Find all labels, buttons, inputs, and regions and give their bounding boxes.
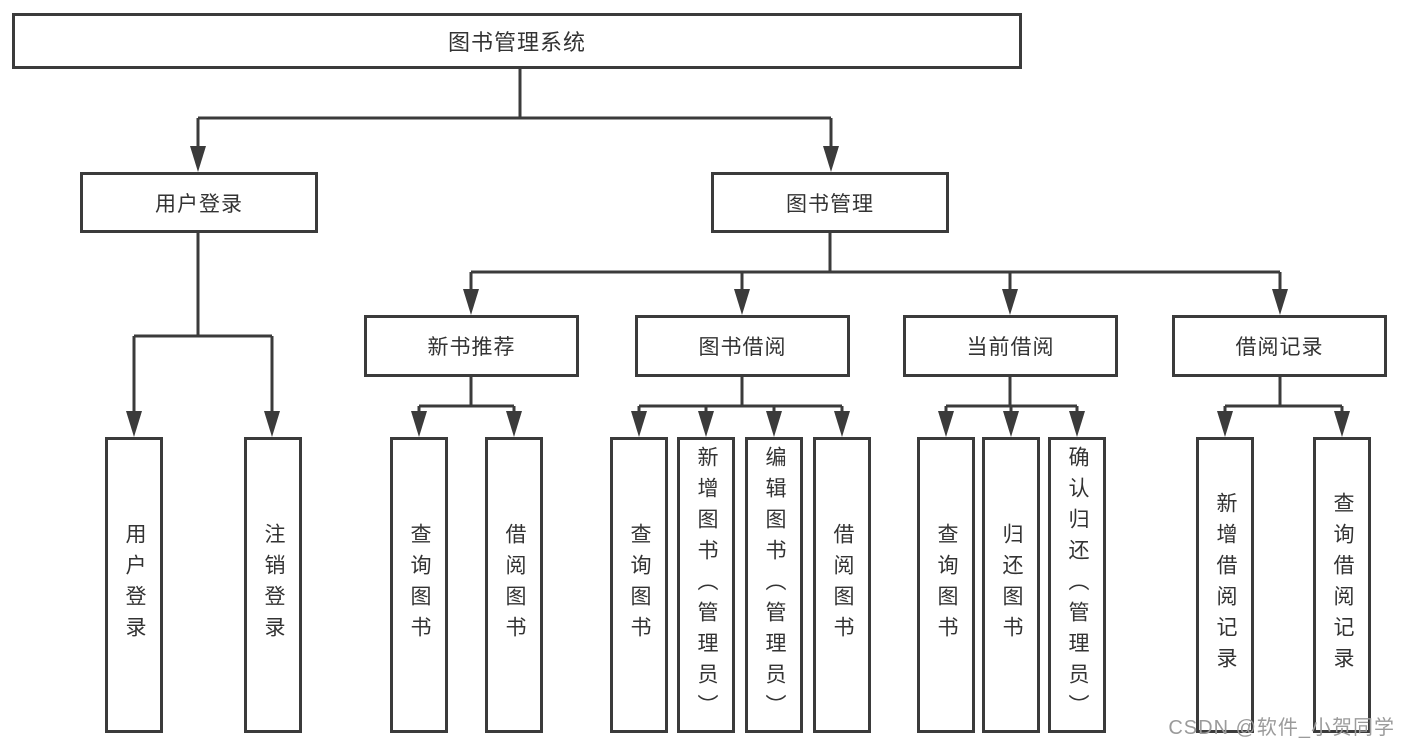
arrow-down-icon <box>766 411 782 437</box>
arrow-down-icon <box>463 289 479 315</box>
arrow-down-icon <box>1003 411 1019 437</box>
leaf-edit-books-admin: 编辑图书（管理员） <box>745 437 803 733</box>
leaf-recommend-query-books: 查询图书 <box>390 437 448 733</box>
arrow-down-icon <box>190 146 206 172</box>
connector-lines <box>132 69 1344 413</box>
arrow-down-icon <box>126 411 142 437</box>
arrow-down-icon <box>264 411 280 437</box>
arrowheads <box>126 146 1350 437</box>
leaf-query-borrow-record: 查询借阅记录 <box>1313 437 1371 733</box>
arrow-down-icon <box>631 411 647 437</box>
node-book-borrowing: 图书借阅 <box>635 315 850 377</box>
leaf-add-borrow-record: 新增借阅记录 <box>1196 437 1254 733</box>
leaf-return-books: 归还图书 <box>982 437 1040 733</box>
leaf-recommend-borrow-books: 借阅图书 <box>485 437 543 733</box>
arrow-down-icon <box>938 411 954 437</box>
arrow-down-icon <box>1217 411 1233 437</box>
arrow-down-icon <box>1272 289 1288 315</box>
leaf-logout: 注销登录 <box>244 437 302 733</box>
leaf-borrowing-borrow-books: 借阅图书 <box>813 437 871 733</box>
arrow-down-icon <box>734 289 750 315</box>
node-book-management: 图书管理 <box>711 172 949 233</box>
leaf-user-login: 用户登录 <box>105 437 163 733</box>
arrow-down-icon <box>1002 289 1018 315</box>
arrow-down-icon <box>1069 411 1085 437</box>
node-new-book-recommendation: 新书推荐 <box>364 315 579 377</box>
arrow-down-icon <box>1334 411 1350 437</box>
node-borrowing-records: 借阅记录 <box>1172 315 1387 377</box>
node-current-borrowing: 当前借阅 <box>903 315 1118 377</box>
csdn-watermark: CSDN @软件_小贺同学 <box>1168 717 1395 739</box>
arrow-down-icon <box>506 411 522 437</box>
node-library-management-system: 图书管理系统 <box>12 13 1022 69</box>
leaf-current-query-books: 查询图书 <box>917 437 975 733</box>
arrow-down-icon <box>834 411 850 437</box>
arrow-down-icon <box>411 411 427 437</box>
arrow-down-icon <box>698 411 714 437</box>
arrow-down-icon <box>823 146 839 172</box>
node-user-login: 用户登录 <box>80 172 318 233</box>
leaf-confirm-return-admin: 确认归还（管理员） <box>1048 437 1106 733</box>
leaf-borrowing-query-books: 查询图书 <box>610 437 668 733</box>
leaf-add-books-admin: 新增图书（管理员） <box>677 437 735 733</box>
